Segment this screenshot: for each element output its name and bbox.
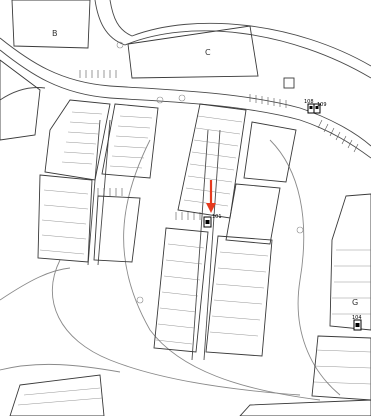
hatch-central-north (183, 115, 243, 207)
path-east (269, 139, 341, 396)
tree (136, 296, 144, 304)
unit-markers: 108 109 101 104 (203, 99, 362, 331)
kiosk (283, 77, 295, 89)
roads (0, 0, 371, 401)
red-arrow-head (206, 203, 216, 213)
unit-label-108: 108 (304, 99, 314, 105)
parking-row-1 (79, 70, 117, 78)
tree (116, 41, 124, 49)
block-label-g: G (352, 298, 358, 307)
parking-row-5 (97, 188, 123, 196)
street-left-west (87, 119, 101, 266)
road-main (0, 37, 371, 147)
hatch-central-south-east (209, 251, 269, 337)
road-main-edge (0, 49, 371, 159)
hatch-left-north-2 (109, 115, 153, 169)
road-north-curve-edge (109, 0, 371, 67)
building-south-east (238, 399, 371, 417)
hatch-block-g (332, 249, 371, 315)
building-east-south (311, 335, 371, 401)
hatch-east-south (313, 349, 371, 385)
hatch-left-south (39, 189, 89, 255)
building-left-south (37, 174, 93, 263)
tree (296, 226, 304, 234)
building-west-edge (0, 59, 41, 141)
building-left-south-2 (93, 195, 141, 263)
unit-icon-101 (205, 220, 210, 224)
path-loop-2 (51, 259, 301, 396)
parking-row-3 (317, 119, 359, 153)
block-labels: B C G (52, 29, 358, 307)
path-south (0, 363, 121, 373)
road-west (0, 87, 46, 101)
path-loop-1 (123, 139, 321, 401)
building-central-south-west (153, 227, 209, 353)
parking-stripes (79, 70, 359, 220)
street-central-west (191, 129, 209, 361)
hatch-south-west (17, 387, 103, 406)
building-block-c (127, 25, 259, 79)
unit-label-101: 101 (212, 214, 222, 220)
unit-icon-109 (315, 106, 319, 109)
hatch-left-north (61, 111, 103, 165)
trees (116, 41, 304, 304)
path-southwest (0, 267, 71, 301)
building-central-south-east (205, 235, 273, 357)
unit-label-109: 109 (317, 102, 327, 108)
unit-label-104: 104 (352, 315, 362, 321)
building-central-north-east (243, 121, 297, 183)
building-block-b (11, 0, 91, 49)
building-left-north-2 (101, 103, 159, 179)
block-label-c: C (205, 48, 211, 57)
building-central-mid-east (225, 183, 281, 245)
tree (178, 94, 186, 102)
building-block-g (329, 193, 371, 331)
hatch-central-south-west (155, 243, 205, 345)
road-north-curve (94, 0, 371, 79)
street-central-east (203, 129, 221, 361)
building-left-north (44, 99, 111, 181)
building-hatching (17, 111, 371, 406)
red-arrow-icon (206, 180, 216, 213)
unit-icon-108 (309, 106, 313, 109)
parking-row-4 (175, 212, 201, 220)
block-label-b: B (52, 29, 58, 38)
tree (156, 96, 164, 104)
unit-icon-104 (355, 323, 360, 327)
parking-row-2 (249, 94, 287, 108)
